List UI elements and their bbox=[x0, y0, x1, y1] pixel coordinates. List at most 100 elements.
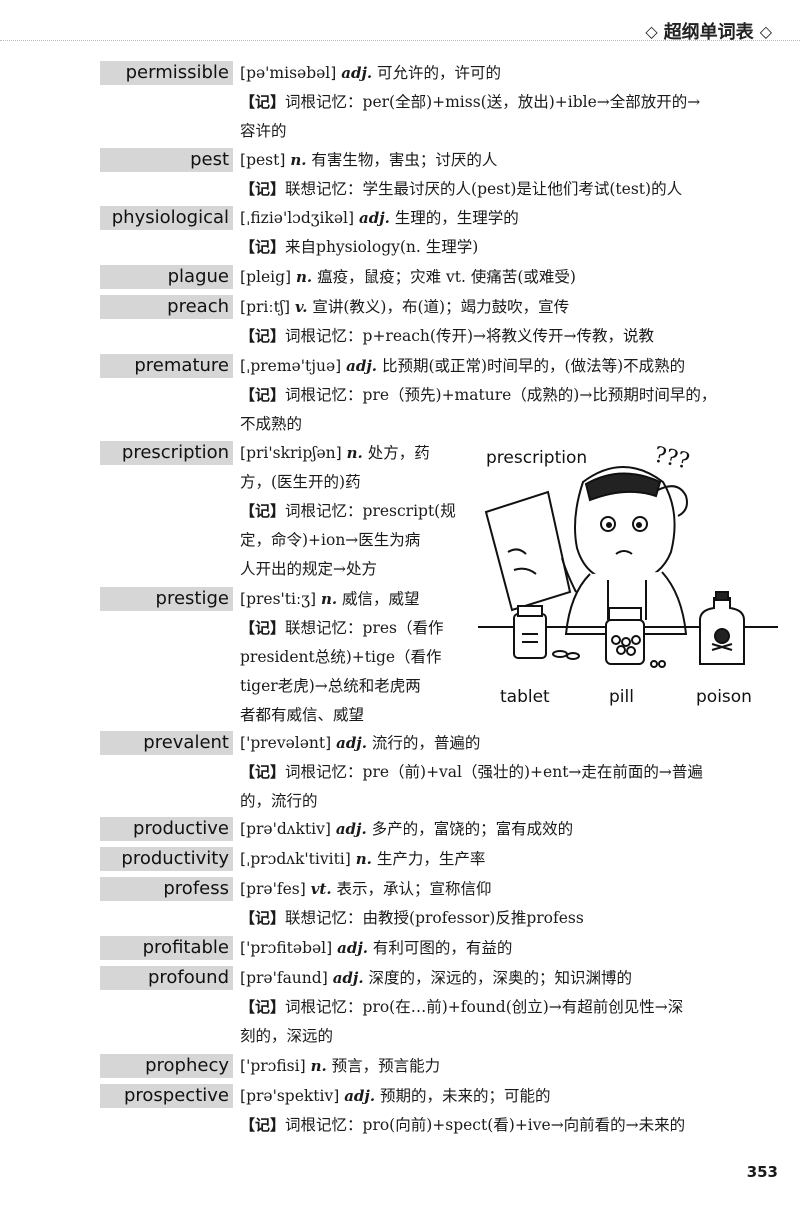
bracket-close: ] bbox=[330, 64, 342, 82]
headword: prestige bbox=[100, 587, 233, 611]
pill-label: pill bbox=[609, 687, 634, 707]
part-of-speech: n. bbox=[295, 268, 313, 286]
definition-line: 【记】联想记忆：pres（看作 bbox=[240, 614, 465, 643]
pronunciation: priːtʃ bbox=[246, 298, 285, 316]
definition-text: 者都有威信、威望 bbox=[240, 706, 365, 724]
bracket-close: ] bbox=[333, 1087, 345, 1105]
definition-block: ['prɔfitəbəl] adj. 有利可图的，有益的 bbox=[240, 934, 775, 963]
memory-tip-marker: 【记】 bbox=[240, 998, 286, 1016]
definition-text: 比预期(或正常)时间早的，(做法等)不成熟的 bbox=[381, 357, 686, 375]
pronunciation: ˌfiziə'lɔdʒikəl bbox=[246, 209, 349, 227]
definition-text: 词根记忆：pre（预先)+mature（成熟的)→比预期时间早的， bbox=[285, 386, 717, 404]
headword: plague bbox=[100, 265, 233, 289]
definition-line: [ˌfiziə'lɔdʒikəl] adj. 生理的，生理学的 bbox=[240, 204, 775, 233]
bracket-close: ] bbox=[299, 1057, 311, 1075]
part-of-speech: adj. bbox=[341, 64, 373, 82]
diamond-icon: ◇ bbox=[759, 21, 772, 41]
pronunciation: pres'tiːʒ bbox=[246, 590, 310, 608]
memory-tip-marker: 【记】 bbox=[240, 327, 286, 345]
tablet-label: tablet bbox=[500, 687, 550, 707]
illustration-title: prescription bbox=[486, 448, 588, 468]
bracket-open: [ bbox=[240, 820, 247, 838]
definition-line: ['prevələnt] adj. 流行的，普遍的 bbox=[240, 729, 775, 758]
definition-line: [prə'spektiv] adj. 预期的，未来的；可能的 bbox=[240, 1082, 775, 1111]
bracket-close: ] bbox=[324, 820, 336, 838]
part-of-speech: adj. bbox=[332, 969, 364, 987]
part-of-speech: vt. bbox=[310, 880, 332, 898]
bracket-close: ] bbox=[325, 734, 337, 752]
definition-line: 定，命令)+ion→医生为病 bbox=[240, 526, 465, 555]
page-header-title: 超纲单词表 bbox=[663, 22, 754, 43]
bracket-open: [ bbox=[240, 298, 247, 316]
definition-block: [pleig] n. 瘟疫，鼠疫；灾难 vt. 使痛苦(或难受) bbox=[240, 263, 775, 292]
definition-line: 【记】词根记忆：pre（前)+val（强壮的)+ent→走在前面的→普遍 bbox=[240, 758, 775, 787]
definition-line: ['prɔfisi] n. 预言，预言能力 bbox=[240, 1052, 775, 1081]
definition-line: [pest] n. 有害生物，害虫；讨厌的人 bbox=[240, 146, 775, 175]
definition-text: 生理的，生理学的 bbox=[394, 209, 519, 227]
bracket-open: [ bbox=[240, 151, 247, 169]
part-of-speech: n. bbox=[346, 444, 363, 462]
pronunciation: pleig bbox=[246, 268, 285, 286]
cartoon-drawing bbox=[478, 466, 778, 668]
definition-text: 词根记忆：pro(在…前)+found(创立)→有超前创见性→深 bbox=[285, 998, 684, 1016]
definition-text: 定，命令)+ion→医生为病 bbox=[240, 531, 421, 549]
header-divider bbox=[0, 40, 800, 41]
definition-block: [prə'faund] adj. 深度的，深远的，深奥的；知识渊博的【记】词根记… bbox=[240, 964, 775, 1051]
definition-text: 联想记忆：pres（看作 bbox=[285, 619, 444, 637]
definition-text: 人开出的规定→处方 bbox=[240, 560, 377, 578]
definition-line: [prə'fes] vt. 表示，承认；宣称信仰 bbox=[240, 875, 775, 904]
pronunciation: 'prɔfitəbəl bbox=[246, 939, 327, 957]
memory-tip-marker: 【记】 bbox=[240, 619, 286, 637]
part-of-speech: adj. bbox=[337, 939, 368, 957]
definition-line: 【记】词根记忆：p+reach(传开)→将教义传开→传教，说教 bbox=[240, 322, 775, 351]
part-of-speech: adj. bbox=[344, 1087, 376, 1105]
part-of-speech: n. bbox=[290, 151, 307, 169]
bracket-open: [ bbox=[240, 64, 247, 82]
definition-block: [priːtʃ] v. 宣讲(教义)，布(道)；竭力鼓吹，宣传【记】词根记忆：p… bbox=[240, 293, 775, 351]
bracket-open: [ bbox=[240, 850, 247, 868]
definition-block: ['prɔfisi] n. 预言，预言能力 bbox=[240, 1052, 775, 1081]
headword: pest bbox=[100, 148, 233, 172]
definition-text: 词根记忆：prescript(规 bbox=[285, 502, 456, 520]
definition-block: [ˌpremə'tjuə] adj. 比预期(或正常)时间早的，(做法等)不成熟… bbox=[240, 352, 775, 439]
definition-line: 【记】来自physiology(n. 生理学) bbox=[240, 233, 775, 262]
pronunciation: pri'skripʃən bbox=[246, 444, 336, 462]
bracket-close: ] bbox=[285, 268, 296, 286]
definition-line: 【记】词根记忆：per(全部)+miss(送，放出)+ible→全部放开的→ bbox=[240, 88, 775, 117]
bracket-open: [ bbox=[240, 1057, 247, 1075]
definition-text: 处方，药 bbox=[367, 444, 430, 462]
headword: prophecy bbox=[100, 1054, 233, 1078]
pronunciation: prə'dʌktiv bbox=[246, 820, 325, 838]
part-of-speech: n. bbox=[355, 850, 372, 868]
definition-block: ['prevələnt] adj. 流行的，普遍的【记】词根记忆：pre（前)+… bbox=[240, 729, 775, 816]
memory-tip-marker: 【记】 bbox=[240, 909, 286, 927]
bracket-close: ] bbox=[335, 444, 347, 462]
headword: profess bbox=[100, 877, 233, 901]
definition-line: 者都有威信、威望 bbox=[240, 701, 465, 730]
bracket-open: [ bbox=[240, 880, 247, 898]
definition-block: [pə'misəbəl] adj. 可允许的，许可的【记】词根记忆：per(全部… bbox=[240, 59, 775, 146]
definition-text: tiger老虎)→总统和老虎两 bbox=[240, 677, 421, 695]
headword: premature bbox=[100, 354, 233, 378]
definition-line: 的，流行的 bbox=[240, 787, 775, 816]
definition-text: 的，流行的 bbox=[240, 792, 318, 810]
part-of-speech: adj. bbox=[336, 734, 367, 752]
memory-tip-marker: 【记】 bbox=[240, 386, 286, 404]
bracket-open: [ bbox=[240, 939, 247, 957]
pronunciation: pest bbox=[246, 151, 280, 169]
bracket-close: ] bbox=[284, 298, 295, 316]
bracket-close: ] bbox=[321, 969, 333, 987]
definition-line: [ˌprɔdʌk'tiviti] n. 生产力，生产率 bbox=[240, 845, 775, 874]
memory-tip-marker: 【记】 bbox=[240, 180, 286, 198]
definition-text: 不成熟的 bbox=[240, 415, 303, 433]
definition-text: 有利可图的，有益的 bbox=[372, 939, 513, 957]
poison-label: poison bbox=[696, 687, 752, 707]
definition-block: [ˌprɔdʌk'tiviti] n. 生产力，生产率 bbox=[240, 845, 775, 874]
bracket-close: ] bbox=[299, 880, 311, 898]
definition-line: tiger老虎)→总统和老虎两 bbox=[240, 672, 465, 701]
part-of-speech: adj. bbox=[359, 209, 390, 227]
definition-line: [pres'tiːʒ] n. 威信，威望 bbox=[240, 585, 465, 614]
bracket-close: ] bbox=[344, 850, 356, 868]
pronunciation: ˌpremə'tjuə bbox=[246, 357, 336, 375]
